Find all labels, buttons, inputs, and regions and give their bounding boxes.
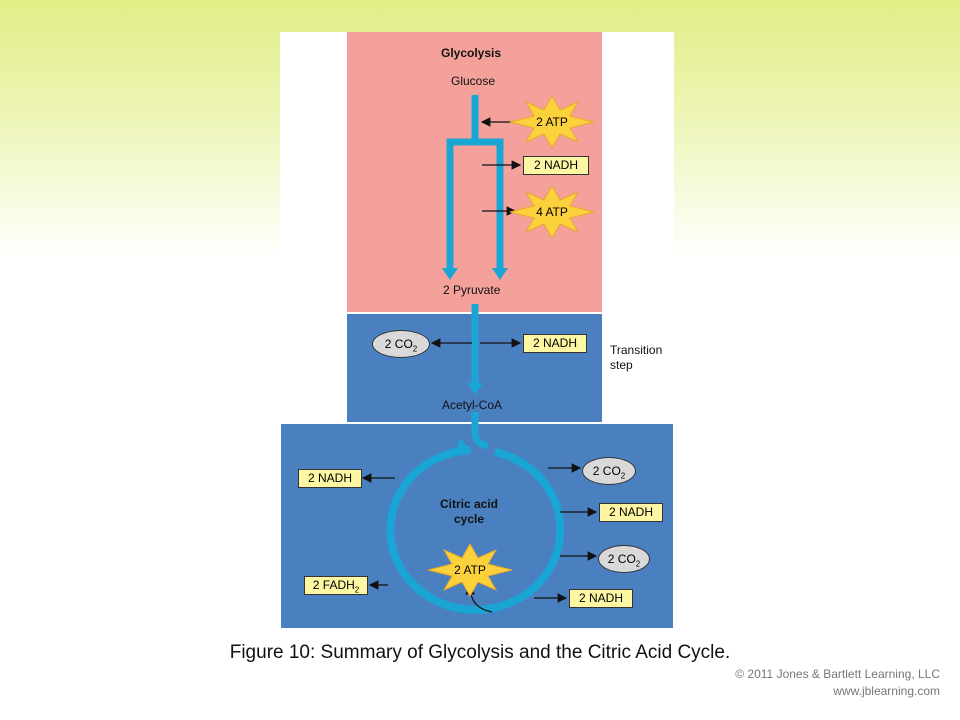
- co2-oval-cycle-a: 2 CO2: [582, 457, 636, 485]
- glucose-label: Glucose: [451, 74, 495, 88]
- website-line: www.jblearning.com: [735, 683, 940, 700]
- cycle-entry-arrow: [475, 412, 488, 446]
- transition-step-label: Transition step: [610, 343, 662, 373]
- acetyl-coa-arrowhead: [467, 383, 483, 395]
- co2-oval-transition: 2 CO2: [372, 330, 430, 358]
- nadh-box-transition: 2 NADH: [523, 334, 587, 353]
- copyright-notice: © 2011 Jones & Bartlett Learning, LLC ww…: [735, 666, 940, 700]
- nadh-box-cycle-a: 2 NADH: [599, 503, 663, 522]
- nadh-box-cycle-left: 2 NADH: [298, 469, 362, 488]
- atp-output-label: 4 ATP: [507, 205, 597, 219]
- atp-cycle-label: 2 ATP: [425, 563, 515, 577]
- citric-acid-cycle-title: Citric acid cycle: [439, 497, 499, 527]
- co2-oval-cycle-b: 2 CO2: [598, 545, 650, 573]
- acetyl-coa-label: Acetyl-CoA: [442, 398, 502, 412]
- pyruvate-arrowhead-right: [492, 268, 508, 280]
- glycolysis-title: Glycolysis: [441, 46, 501, 60]
- atp-input-label: 2 ATP: [507, 115, 597, 129]
- copyright-line: © 2011 Jones & Bartlett Learning, LLC: [735, 666, 940, 683]
- pyruvate-arrowhead-left: [442, 268, 458, 280]
- nadh-box-cycle-b: 2 NADH: [569, 589, 633, 608]
- pyruvate-label: 2 Pyruvate: [443, 283, 500, 297]
- figure-caption: Figure 10: Summary of Glycolysis and the…: [0, 642, 960, 664]
- nadh-box-glycolysis: 2 NADH: [523, 156, 589, 175]
- fadh2-box: 2 FADH2: [304, 576, 368, 595]
- glycolysis-pathway-arrow: [450, 95, 500, 270]
